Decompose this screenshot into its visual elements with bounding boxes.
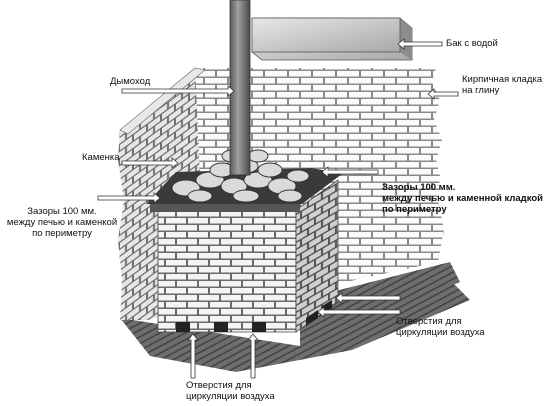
arrow-gap-left [97, 192, 161, 204]
label-brick-wall: Кирпичная кладка на глину [462, 74, 542, 96]
label-gap-right-line1: Зазоры 100 мм. [382, 182, 456, 193]
label-vents-right: Отверстия для циркуляции воздуха [396, 316, 485, 338]
label-vents-bottom-line1: Отверстия для [186, 380, 252, 391]
label-vents-right-line2: циркуляции воздуха [396, 327, 485, 338]
label-brick-wall-line1: Кирпичная кладка [462, 74, 543, 85]
chimney-pipe [229, 0, 251, 176]
label-brick-wall-line2: на глину [462, 85, 500, 96]
label-vents-bottom: Отверстия для циркуляции воздуха [186, 380, 275, 402]
label-chimney: Дымоход [110, 76, 151, 87]
floor [120, 262, 470, 372]
label-water-tank: Бак с водой [446, 38, 498, 49]
water-tank [251, 17, 413, 61]
label-gap-left-line3: по периметру [32, 228, 92, 239]
arrow-vents-right-1 [335, 292, 401, 304]
label-gap-left: Зазоры 100 мм. между печью и каменкой по… [2, 206, 122, 239]
stones [171, 149, 310, 203]
arrow-chimney [121, 85, 235, 97]
label-gap-right-line3: по периметру [382, 204, 447, 215]
arrow-vents-bottom-1 [187, 333, 199, 379]
label-vents-bottom-line2: циркуляции воздуха [186, 391, 275, 402]
arrow-vents-right-2 [317, 306, 401, 318]
arrow-brick-wall [427, 88, 459, 100]
label-vents-right-line1: Отверстия для [396, 316, 462, 327]
arrow-gap-right [321, 166, 379, 178]
label-gap-left-line1: Зазоры 100 мм. [27, 206, 97, 217]
label-gap-left-line2: между печью и каменкой [6, 217, 118, 228]
label-gap-right: Зазоры 100 мм. между печью и каменной кл… [382, 182, 543, 215]
arrow-water-tank [397, 38, 443, 50]
arrow-vents-bottom-2 [247, 333, 259, 379]
arrow-stone-box [121, 157, 179, 169]
label-stone-box: Каменка [82, 152, 120, 163]
label-gap-right-line2: между печью и каменной кладкой [382, 193, 543, 204]
callout-arrows [97, 38, 459, 379]
